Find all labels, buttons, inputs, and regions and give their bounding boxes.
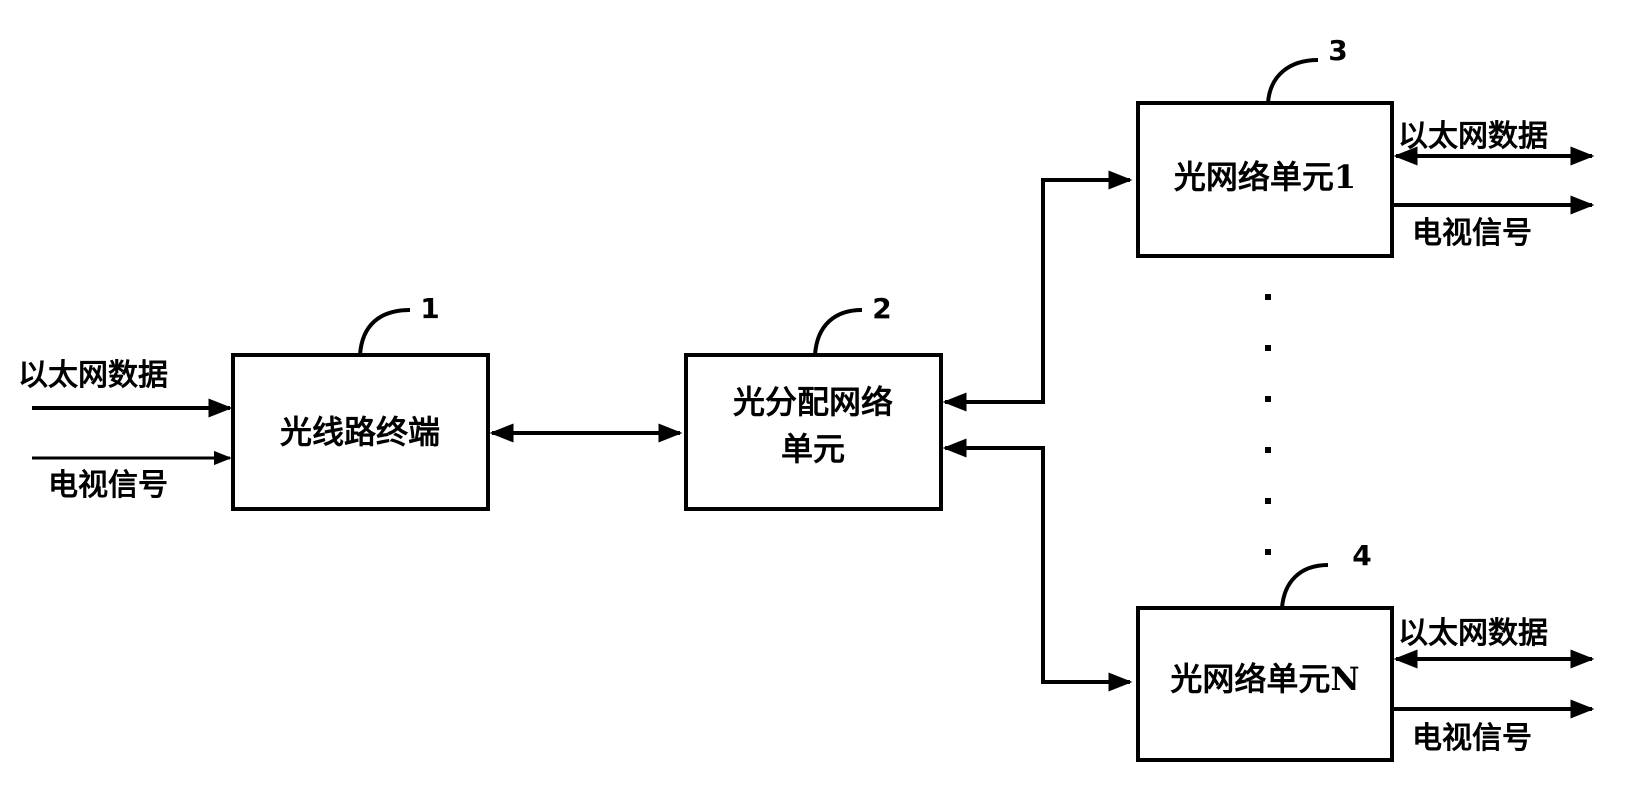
onu1-ref-number: 3 [1328,34,1347,67]
input-ethernet-label: 以太网数据 [18,358,168,393]
ellipsis-dot [1265,447,1271,453]
onu1-ethernet-label: 以太网数据 [1398,119,1548,154]
olt-box [231,353,490,511]
olt-inputs: 以太网数据 电视信号 [18,358,233,503]
onuN-box [1136,606,1394,762]
olt-ref-number: 1 [420,292,439,325]
onuN-outputs: 以太网数据 电视信号 [1393,616,1595,756]
onu-ellipsis [1265,294,1271,555]
onuN-leader-line [1280,563,1329,609]
ellipsis-dot [1265,396,1271,402]
onu1-tv-label: 电视信号 [1412,216,1532,251]
onuN-ethernet-label: 以太网数据 [1398,616,1548,651]
odn-onuN-link [942,438,1133,692]
onu1-label: 光网络单元1 [1174,158,1356,196]
onuN-tv-label: 电视信号 [1412,721,1532,756]
ellipsis-dot [1265,294,1271,300]
odn-leader-line [813,308,863,356]
odn-onu-links [942,170,1133,692]
odn-onu1-link [942,170,1133,412]
onuN-block: 光网络单元N 4 [1136,539,1394,762]
onu1-leader-line [1266,58,1319,104]
ellipsis-dot [1265,498,1271,504]
odn-box [684,353,943,511]
onuN-label: 光网络单元N [1170,660,1359,698]
odn-label-line2: 单元 [781,430,845,468]
ellipsis-dot [1265,345,1271,351]
ellipsis-dot [1265,549,1271,555]
olt-block: 光线路终端 1 [231,292,490,511]
odn-ref-number: 2 [872,292,891,325]
onu1-box [1136,101,1394,258]
odn-block: 光分配网络 单元 2 [684,292,943,511]
odn-label-line1: 光分配网络 [733,383,893,421]
olt-leader-line [358,308,411,356]
onu1-block: 光网络单元1 3 [1136,34,1394,258]
onu1-outputs: 以太网数据 电视信号 [1393,119,1595,251]
input-tv-label: 电视信号 [48,468,168,503]
olt-label: 光线路终端 [280,413,440,451]
onuN-ref-number: 4 [1352,539,1371,572]
